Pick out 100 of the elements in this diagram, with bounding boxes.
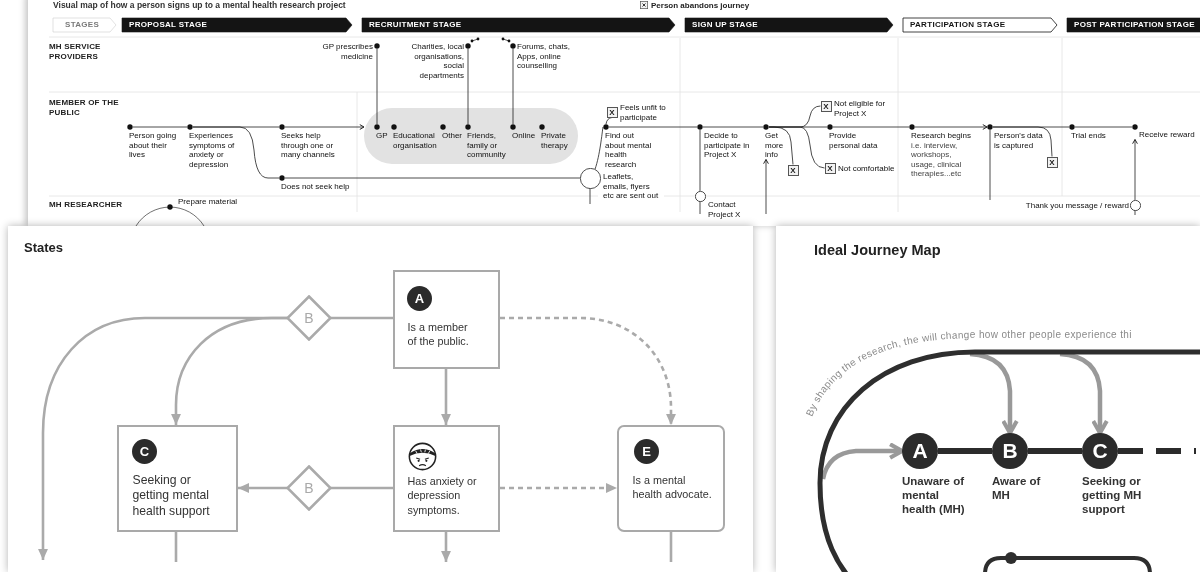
connector-line	[699, 200, 701, 215]
dashed-arrow	[500, 316, 676, 425]
state-box	[393, 425, 500, 532]
step-label: Research begins	[911, 131, 973, 141]
state-box	[617, 425, 725, 532]
stop-marker: B	[992, 433, 1028, 469]
step-label: Person's data is captured	[994, 131, 1044, 150]
step-label: Private therapy	[541, 131, 569, 150]
arrow	[238, 483, 288, 493]
state-box	[393, 270, 500, 369]
connector-line	[992, 126, 1070, 128]
page-title: Visual map of how a person signs up to a mental health research project	[53, 0, 346, 11]
state-text: Has anxiety or depression symptoms.	[407, 473, 478, 517]
connector-line	[608, 126, 698, 128]
dashed-arrow	[500, 483, 617, 493]
step-label: Prepare material	[178, 197, 239, 207]
arrow	[441, 532, 451, 562]
connector-line	[174, 532, 178, 562]
stage-banner: STAGES	[53, 18, 116, 32]
channel-band	[364, 108, 578, 164]
connector-line	[605, 117, 613, 125]
abandon-mark: X	[787, 164, 799, 176]
step-label: Does not seek help	[281, 182, 351, 192]
abandon-mark: X	[606, 106, 618, 118]
step-label: Charities, local organisations, social departments	[410, 42, 464, 80]
stop-label: Aware of MH	[992, 474, 1042, 502]
connector-line	[1074, 126, 1133, 128]
step-label: Educational organisation	[393, 131, 438, 150]
step-label: Online	[512, 131, 537, 141]
step-label: GP prescribes medicine	[321, 42, 373, 61]
stop-marker: A	[902, 433, 938, 469]
step-label: Person going about their lives	[129, 131, 178, 160]
connector-line	[376, 48, 378, 125]
connector-line	[669, 532, 673, 562]
document-page	[776, 226, 1200, 572]
state-letter: A	[407, 286, 432, 311]
stop-marker: C	[1082, 433, 1118, 469]
state-text: Is a member of the public.	[407, 319, 470, 349]
step-label: Receive reward	[1139, 130, 1196, 140]
arrow	[441, 369, 451, 425]
connector-line	[594, 126, 604, 170]
document-page	[28, 0, 1200, 226]
stage-banner: RECRUITMENT STAGE	[362, 18, 675, 32]
page-title: Ideal Journey Map	[814, 242, 941, 260]
step-label: Find out about mental health research	[605, 131, 653, 169]
stage-banner: PROPOSAL STAGE	[122, 18, 352, 32]
connector-line	[589, 187, 591, 205]
lane-label: MEMBER OF THE PUBLIC	[49, 98, 120, 117]
connector-line	[938, 448, 992, 454]
connector-line	[989, 129, 991, 201]
step-label: Forums, chats, Apps, online counselling	[517, 42, 571, 71]
step-label: Trial ends	[1071, 131, 1107, 141]
state-letter: E	[634, 439, 659, 464]
step-label: Provide personal data	[829, 131, 879, 150]
arrow	[38, 316, 288, 560]
decision-diamond: B	[286, 465, 332, 511]
connector-line	[699, 129, 701, 192]
connector-line	[330, 486, 393, 490]
state-text: Seeking or getting mental health support	[132, 472, 211, 519]
connector-line	[467, 48, 469, 125]
page-title: States	[24, 240, 64, 256]
step-label: Contact Project X	[708, 200, 742, 219]
step-label: Decide to participate in Project X	[704, 131, 751, 160]
connector-line	[702, 126, 764, 128]
document-page	[8, 226, 753, 572]
step-label: Get more info	[765, 131, 785, 160]
step-label: Leaflets, emails, flyers etc are sent out	[603, 172, 660, 201]
state-text: Is a mental health advocate.	[632, 472, 713, 502]
connector-line	[192, 126, 280, 179]
connector-line	[330, 316, 393, 320]
step-label: Other	[442, 131, 463, 141]
stage-banner: PARTICIPATION STAGE	[903, 18, 1057, 32]
abandon-mark: X	[1046, 156, 1058, 168]
step-label: Seeks help through one or many channels	[281, 131, 336, 160]
connector-line	[768, 126, 825, 169]
decision-diamond: B	[286, 295, 332, 341]
stage-banner: SIGN UP STAGE	[685, 18, 893, 32]
stop-label: Unaware of mental health (MH)	[902, 474, 966, 516]
connector-line	[284, 177, 581, 179]
abandon-mark: X	[820, 100, 832, 112]
step-label: Not comfortable	[838, 164, 896, 174]
connector-line	[1134, 209, 1136, 216]
step-label: Feels unfit to participate	[620, 103, 667, 122]
legend-label: Person abandons journey	[651, 0, 750, 10]
dashed-connector-line	[1118, 448, 1196, 454]
step-label: Experiences symptoms of anxiety or depression	[189, 131, 236, 169]
state-box	[117, 425, 238, 532]
stop-label: Seeking or getting MH support	[1082, 474, 1143, 516]
connector-line	[512, 48, 514, 125]
step-detail: i.e. interview, workshops, usage, clinical therapies...etc	[911, 140, 963, 179]
step-label: Thank you message / reward	[1025, 201, 1129, 211]
connector-line	[1028, 448, 1082, 454]
step-label: Not eligible for Project X	[834, 99, 887, 118]
step-label: GP	[376, 131, 389, 141]
lane-label: MH RESEARCHER	[49, 200, 123, 210]
abandon-mark: X	[824, 162, 836, 174]
lane-label: MH SERVICE PROVIDERS	[49, 42, 102, 61]
connector-line	[132, 126, 188, 128]
step-label: Friends, family or community	[467, 131, 507, 160]
connector-line	[832, 126, 910, 128]
